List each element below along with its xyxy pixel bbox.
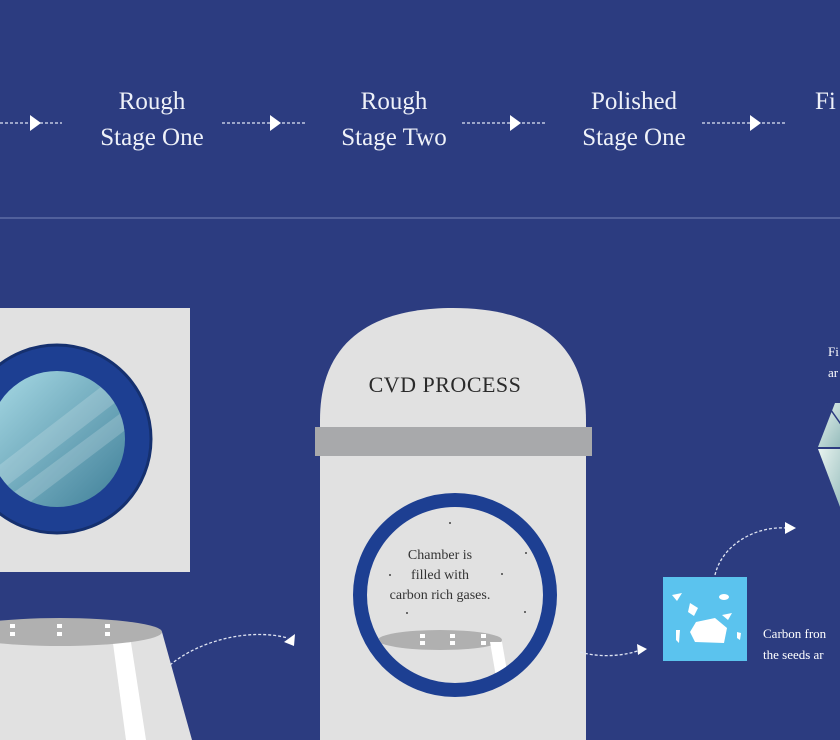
stage-label-line2: Stage Two: [341, 124, 447, 151]
caption-line: carbon rich gases.: [389, 588, 491, 603]
carbon-shards: [672, 593, 741, 643]
chamber-band: [315, 427, 592, 456]
stage-label-line1: Polished: [590, 88, 678, 115]
diamond-icon: [818, 402, 840, 507]
stage-label-line2: Stage One: [582, 124, 686, 151]
stage-rough-two: Rough Stage Two: [294, 84, 494, 156]
porthole-glass: [0, 371, 125, 507]
arrowhead-icon: [270, 115, 281, 131]
caption-line: the seeds ar: [763, 647, 824, 662]
arrowhead-icon: [750, 115, 761, 131]
diamond-caption: Fi ar: [828, 341, 839, 383]
arrowhead-icon: [30, 115, 41, 131]
arrowhead-icon: [785, 522, 796, 534]
flow-arrow: [579, 649, 641, 657]
caption-line: Chamber is: [407, 548, 473, 563]
stage-final: Fi: [815, 84, 840, 120]
stage-label-line1: Rough: [360, 88, 428, 115]
left-funnel: [0, 632, 192, 740]
stage-label-line2: Stage One: [100, 124, 204, 151]
chamber-caption: Chamber is filled with carbon rich gases…: [360, 546, 520, 606]
chamber-dome: [320, 308, 586, 430]
caption-line: filled with: [411, 568, 469, 583]
stage-label-line1: Rough: [118, 88, 186, 115]
stage-rough-one: Rough Stage One: [52, 84, 252, 156]
arrowhead-icon: [284, 634, 295, 646]
flow-arrow: [714, 527, 787, 576]
arrowheads: [30, 115, 761, 131]
caption-line: ar: [828, 365, 839, 380]
flow-arrow: [169, 633, 289, 666]
stage-polished-one: Polished Stage One: [534, 84, 734, 156]
arrowhead-icon: [637, 644, 647, 655]
caption-line: Carbon fron: [763, 626, 827, 641]
seed-square: [663, 577, 747, 661]
cvd-title: CVD PROCESS: [368, 372, 522, 397]
stage-label-line1: Fi: [815, 88, 836, 115]
arrowhead-icon: [510, 115, 521, 131]
seed-caption: Carbon fron the seeds ar: [763, 623, 826, 665]
caption-line: Fi: [828, 344, 839, 359]
